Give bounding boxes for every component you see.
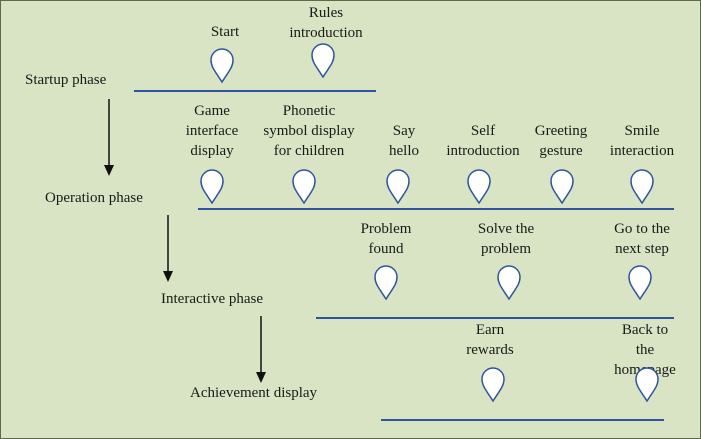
timeline-startup: [134, 90, 376, 92]
step-go-to-next-step: Go to the next step: [614, 221, 670, 257]
timeline-achievement: [381, 419, 664, 421]
timeline-operation: [198, 208, 674, 210]
step-problem-found: Problem found: [360, 221, 412, 257]
step-say-hello: Say hello: [389, 123, 419, 159]
phase-label-interactive: Interactive phase: [161, 291, 264, 307]
map-pin-icon: [292, 169, 316, 205]
map-pin-icon: [497, 265, 521, 301]
map-pin-icon: [210, 48, 234, 84]
timeline-interactive: [316, 317, 674, 319]
step-rules-introduction: Rules introduction: [289, 5, 363, 41]
arrow-down-icon: [256, 316, 266, 383]
phase-label-achievement: Achievement display: [190, 385, 318, 401]
step-game-interface-display: Game interface display: [185, 103, 239, 159]
step-greeting-gesture: Greeting gesture: [534, 123, 588, 159]
map-pin-icon: [628, 265, 652, 301]
map-pin-icon: [374, 265, 398, 301]
map-pin-icon: [550, 169, 574, 205]
step-earn-rewards: Earn rewards: [466, 322, 514, 358]
map-pin-icon: [467, 169, 491, 205]
step-self-introduction: Self introduction: [446, 123, 520, 159]
step-phonetic-symbol-display: Phonetic symbol display for children: [263, 103, 355, 159]
step-smile-interaction: Smile interaction: [609, 123, 675, 159]
arrow-down-icon: [163, 215, 173, 282]
phase-label-operation: Operation phase: [45, 190, 143, 206]
map-pin-icon: [386, 169, 410, 205]
arrow-down-icon: [104, 99, 114, 176]
map-pin-icon: [630, 169, 654, 205]
map-pin-icon: [481, 367, 505, 403]
phase-label-startup: Startup phase: [25, 72, 107, 88]
map-pin-icon: [311, 43, 335, 79]
step-solve-the-problem: Solve the problem: [477, 221, 535, 257]
step-start: Start: [210, 24, 240, 40]
map-pin-icon: [200, 169, 224, 205]
map-pin-icon: [635, 367, 659, 403]
